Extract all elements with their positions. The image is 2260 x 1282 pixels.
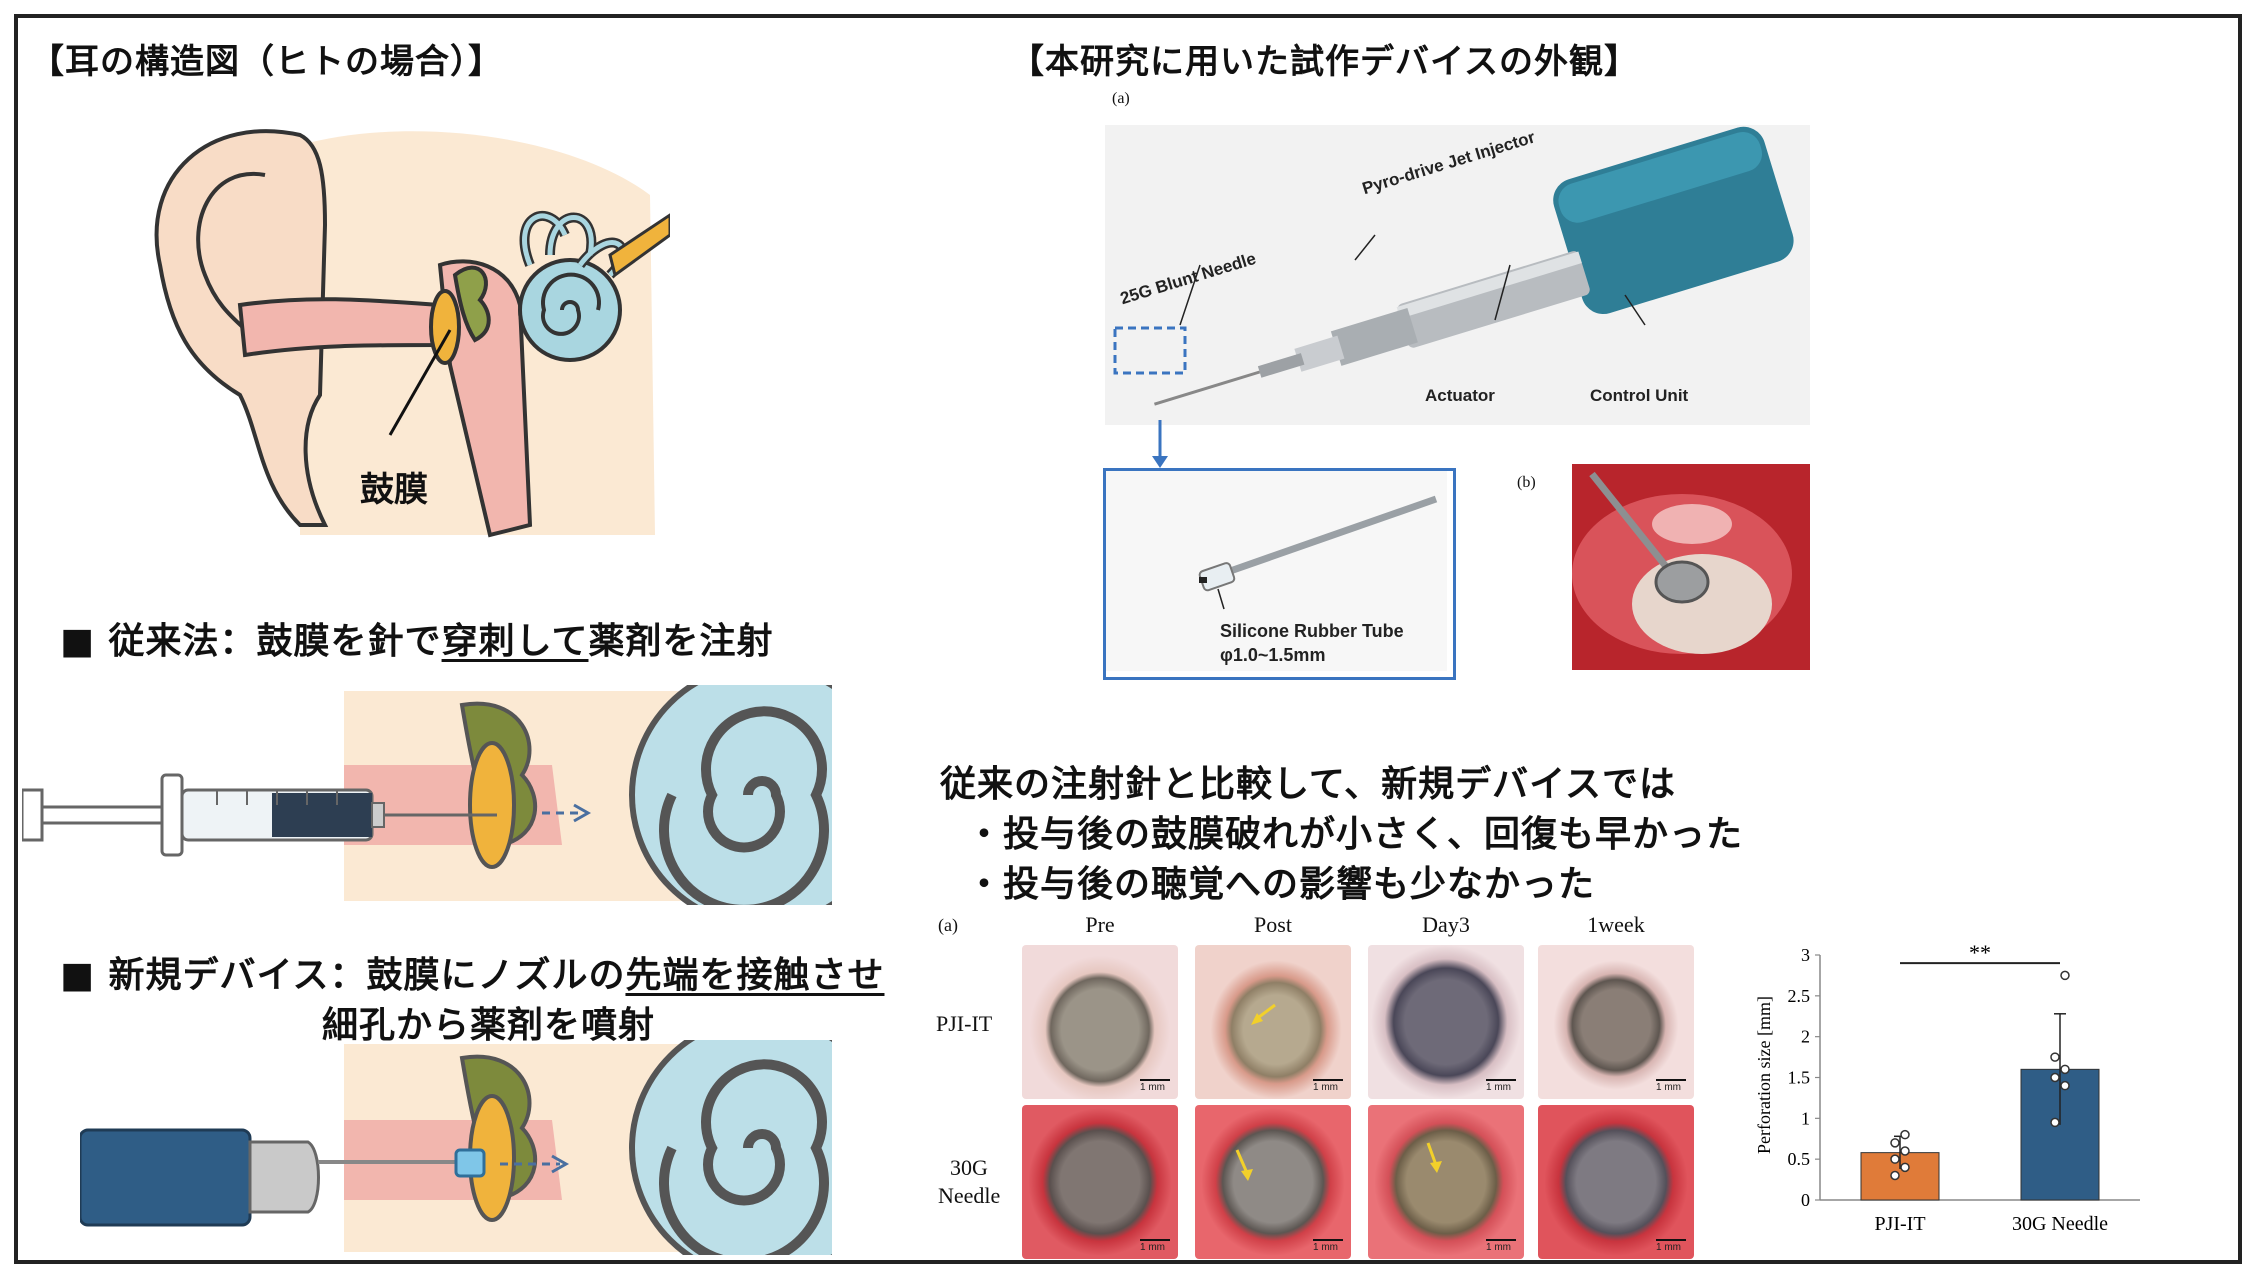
tile-needle-post: 1 mm [1195, 1105, 1351, 1259]
data-point [2060, 1064, 2070, 1075]
summary-line-1: 従来の注射針と比較して、新規デバイスでは [940, 764, 1677, 805]
category-label: 30G Needle [2012, 1213, 2108, 1235]
summary-line-2: ・投与後の鼓膜破れが小さく、回復も早かった [966, 814, 1744, 855]
panel-a-label: (a) [1112, 90, 1130, 107]
summary-line-3: ・投与後の聴覚への影響も少なかった [966, 864, 1596, 905]
tile-pji-day3: 1 mm [1368, 945, 1524, 1099]
device-title: 【本研究に用いた試作デバイスの外観】 [1010, 42, 1639, 82]
significance-marker: ** [1969, 940, 1991, 965]
new-device-illustration [80, 1040, 832, 1255]
ear-structure-title: 【耳の構造図（ヒトの場合）】 [30, 42, 503, 82]
data-point [2060, 970, 2070, 981]
y-tick-label: 0 [1801, 1190, 1810, 1210]
data-point [1900, 1146, 1910, 1156]
row-pji-it: PJI-IT [936, 1011, 993, 1036]
zoom-arrow [1152, 420, 1168, 468]
data-point [2050, 1117, 2060, 1128]
ear-anatomy-illustration [150, 105, 670, 555]
figure-frame [14, 14, 2242, 1264]
label-actuator: Actuator [1425, 386, 1495, 405]
data-point [2060, 1080, 2070, 1091]
device-photo [1105, 125, 1810, 425]
tile-needle-pre: 1 mm [1022, 1105, 1178, 1259]
column-1week: 1week [1587, 912, 1645, 937]
tile-pji-post: 1 mm [1195, 945, 1351, 1099]
column-pre: Pre [1085, 912, 1115, 937]
tile-needle-1week: 1 mm [1538, 1105, 1694, 1259]
conventional-injection-illustration [22, 685, 832, 905]
label-tube-size: φ1.0~1.5mm [1220, 645, 1326, 665]
tile-needle-day3: 1 mm [1368, 1105, 1524, 1259]
y-tick-label: 2.5 [1788, 986, 1811, 1006]
y-tick-label: 2 [1801, 1027, 1810, 1047]
label-control-unit: Control Unit [1590, 386, 1689, 405]
conventional-method-text: ■ 従来法：鼓膜を針で穿刺して薬剤を注射 [60, 621, 774, 662]
data-point [1890, 1170, 1900, 1181]
column-day3: Day3 [1422, 912, 1470, 937]
eardrum-label: 鼓膜 [360, 470, 428, 510]
surgical-photo [1572, 464, 1810, 670]
y-tick-label: 0.5 [1788, 1149, 1811, 1169]
row-30g-needle-a: 30G [950, 1155, 988, 1180]
data-point [2050, 1052, 2060, 1062]
y-tick-label: 1.5 [1788, 1068, 1811, 1088]
data-point [2050, 1072, 2060, 1083]
panel-b-label: (b) [1517, 474, 1536, 491]
row-30g-needle-b: Needle [938, 1183, 1001, 1208]
data-point [1900, 1129, 1910, 1140]
nozzle-zoom-inset: Silicone Rubber Tube φ1.0~1.5mm [1103, 468, 1456, 680]
tile-pji-1week: 1 mm [1538, 945, 1694, 1099]
category-label: PJI-IT [1874, 1213, 1925, 1235]
y-tick-label: 1 [1801, 1108, 1810, 1128]
perforation-size-chart: Perforation size [mm] ** 0 0.5 1 1.5 2 2.5 3 P… [1754, 940, 2140, 1235]
tile-pji-pre: 1 mm [1022, 945, 1178, 1099]
new-device-method-text: ■ 新規デバイス：鼓膜にノズルの先端を接触させ [60, 955, 885, 996]
new-device-method-text-line2: 細孔から薬剤を噴射 [322, 1005, 656, 1046]
data-point [1890, 1138, 1900, 1148]
grid-panel-label: (a) [938, 915, 958, 935]
data-point [1900, 1162, 1910, 1173]
label-silicone-tube: Silicone Rubber Tube [1220, 621, 1404, 641]
data-point [1890, 1154, 1900, 1164]
y-tick-label: 3 [1801, 945, 1810, 965]
y-axis-label: Perforation size [mm] [1754, 996, 1774, 1154]
column-post: Post [1254, 912, 1292, 937]
